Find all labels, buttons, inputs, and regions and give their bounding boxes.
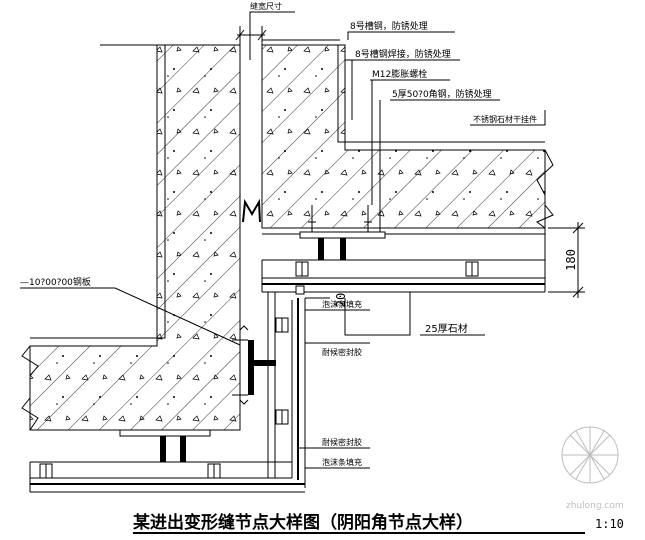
right-concrete-wall <box>261 44 554 229</box>
label-gap-width: 缝宽尺寸 <box>250 1 282 11</box>
vertical-cladding <box>232 285 306 488</box>
label-sealant-1: 耐候密封胶 <box>322 347 362 357</box>
left-ceiling-assembly <box>29 429 305 493</box>
dimension-180: 180 <box>548 222 585 298</box>
label-stone-hanger: 不锈钢石材干挂件 <box>473 114 537 124</box>
label-channel-8: 8号槽钢，防锈处理 <box>350 20 428 32</box>
label-angle: 5厚50?0角钢，防锈处理 <box>392 88 492 100</box>
label-foam-strip-1: 泡沫条填充 <box>322 299 362 309</box>
label-25-thick: 25厚石材 <box>425 322 468 335</box>
label-channel-8-welded: 8号槽钢焊接，防锈处理 <box>355 48 451 60</box>
watermark-logo <box>561 426 619 484</box>
drawing-title: 某进出变形缝节点大样图（阴阳角节点大样） <box>133 512 473 533</box>
top-edge-lines <box>100 20 340 60</box>
label-steel-plate: —10?00?00钢板 <box>20 276 91 288</box>
watermark-text: zhulong.com <box>566 501 624 511</box>
label-sealant-2: 耐候密封胶 <box>322 437 362 447</box>
label-bolt-m12: M12膨胀螺栓 <box>372 68 427 80</box>
dim-180-label: 180 <box>564 249 578 271</box>
drawing-scale: 1:10 <box>595 517 624 531</box>
label-foam-strip-2: 泡沫条填充 <box>322 457 362 467</box>
gap-sealant-profile <box>242 198 261 223</box>
leader-lines <box>20 11 546 469</box>
left-concrete-wall <box>21 44 241 431</box>
